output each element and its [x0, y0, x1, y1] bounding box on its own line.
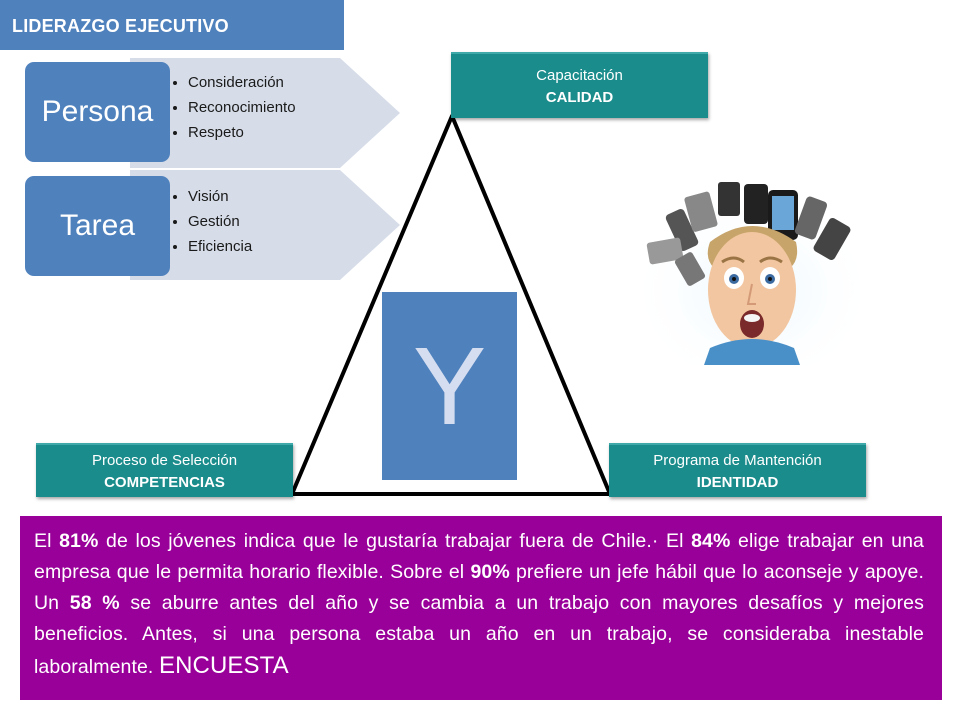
top-box-line2: CALIDAD: [545, 89, 614, 106]
title-bar: LIDERAZGO EJECUTIVO: [0, 0, 344, 50]
top-vertex-box: Capacitación CALIDAD: [451, 52, 708, 118]
survey-percentage: 84%: [691, 530, 731, 552]
page-title: LIDERAZGO EJECUTIVO: [12, 16, 229, 36]
top-box-line1: Capacitación: [536, 67, 623, 84]
bullet-item: Reconocimiento: [188, 95, 296, 120]
bullet-item: Respeto: [188, 120, 296, 145]
surprised-person-illustration: [640, 180, 865, 365]
label-box-tarea: Tarea: [25, 176, 170, 276]
left-box-line1: Proceso de Selección: [91, 452, 238, 469]
survey-percentage: 90%: [470, 561, 510, 583]
bullet-item: Gestión: [188, 209, 252, 234]
survey-text: elige trabajar en una empresa que le per…: [34, 530, 925, 583]
bullet-item: Visión: [188, 184, 252, 209]
gadget-icon: [646, 182, 851, 286]
row-label: Persona: [41, 95, 154, 128]
survey-text: se aburre antes del año y se cambia a un…: [34, 592, 924, 678]
bullet-item: Consideración: [188, 70, 296, 95]
chevron-tarea: [130, 170, 400, 280]
survey-percentage: 58 %: [69, 592, 120, 614]
center-letter: Y: [412, 324, 487, 448]
bullet-list-persona: Consideración Reconocimiento Respeto: [172, 70, 296, 145]
left-box-line2: COMPETENCIAS: [104, 474, 225, 491]
survey-percentage: 81%: [59, 530, 99, 552]
center-letter-box: Y: [382, 292, 517, 480]
right-box-line2: IDENTIDAD: [696, 474, 779, 491]
right-box-line1: Programa de Mantención: [653, 452, 822, 469]
survey-text: El: [34, 530, 60, 552]
right-vertex-box: Programa de Mantención IDENTIDAD: [609, 443, 866, 497]
survey-text: de los jóvenes indica que le gustaría tr…: [98, 530, 692, 552]
row-label: Tarea: [59, 209, 136, 242]
left-vertex-box: Proceso de Selección COMPETENCIAS: [36, 443, 293, 497]
label-box-persona: Persona: [25, 62, 170, 162]
bullet-list-tarea: Visión Gestión Eficiencia: [172, 184, 252, 259]
survey-text: prefiere un jefe hábil que lo aconseje y…: [34, 561, 924, 614]
survey-paragraph: El 81% de los jóvenes indica que le gust…: [34, 526, 924, 683]
chevron-persona: [130, 58, 400, 168]
bullet-item: Eficiencia: [188, 234, 252, 259]
survey-text-box: El 81% de los jóvenes indica que le gust…: [20, 516, 942, 700]
survey-tag: ENCUESTA: [158, 652, 289, 679]
